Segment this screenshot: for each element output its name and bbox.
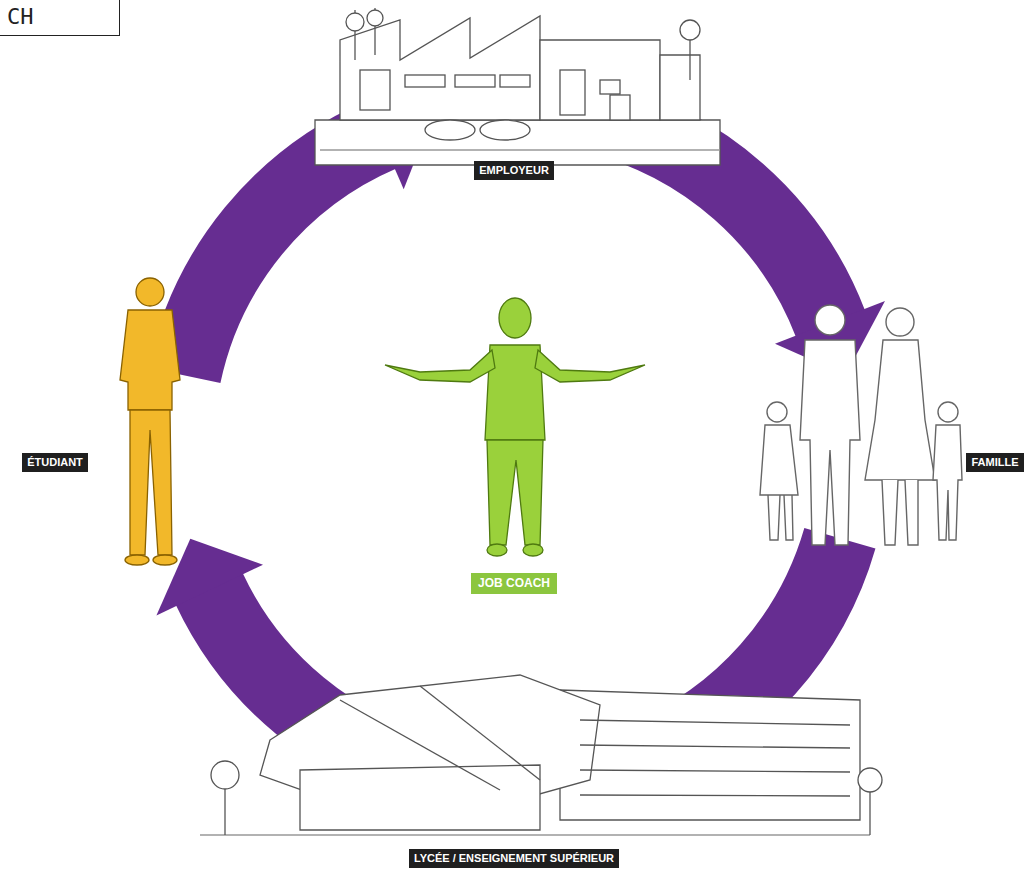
- family-figures: [760, 305, 962, 545]
- school-building: [200, 675, 882, 840]
- tag-text: ÉTUDIANT: [27, 456, 83, 469]
- school-tag: LYCÉE / ENSEIGNEMENT SUPÉRIEUR: [409, 849, 619, 868]
- student-figure: [120, 278, 180, 565]
- student-tag: ÉTUDIANT: [22, 453, 88, 472]
- family-tag: FAMILLE: [966, 453, 1023, 472]
- tag-text: JOB COACH: [478, 577, 550, 590]
- employer-building: [315, 8, 720, 165]
- title-fragment-box: CH: [0, 0, 120, 36]
- title-fragment: CH: [0, 0, 119, 35]
- tag-text: LYCÉE / ENSEIGNEMENT SUPÉRIEUR: [414, 852, 614, 865]
- tag-text: EMPLOYEUR: [479, 164, 549, 177]
- job-coach-tag: JOB COACH: [471, 573, 557, 594]
- employer-tag: EMPLOYEUR: [474, 161, 554, 180]
- tag-text: FAMILLE: [971, 456, 1018, 469]
- job-coach-figure: [385, 298, 645, 556]
